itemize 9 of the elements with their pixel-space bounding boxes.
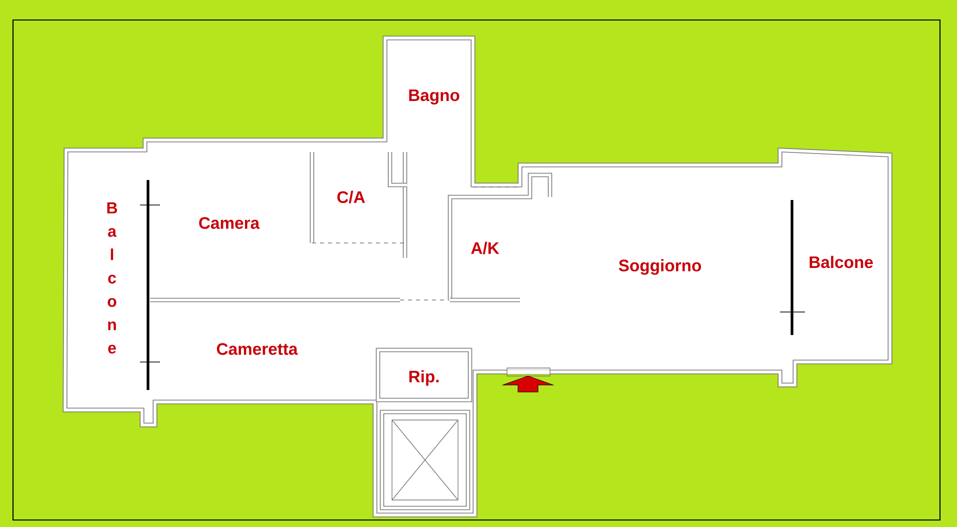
room-label: Balcone [810, 256, 873, 268]
room-label: Bagno [409, 90, 460, 104]
room-label: Camera [199, 217, 260, 229]
room-label: A/K [471, 242, 500, 254]
room-label: Rip. [409, 370, 439, 386]
room-label: Cameretta [216, 343, 298, 355]
room-label: Balcone [107, 202, 118, 354]
room-label: C/A [337, 190, 365, 204]
room-label: Soggiorno [618, 259, 702, 275]
